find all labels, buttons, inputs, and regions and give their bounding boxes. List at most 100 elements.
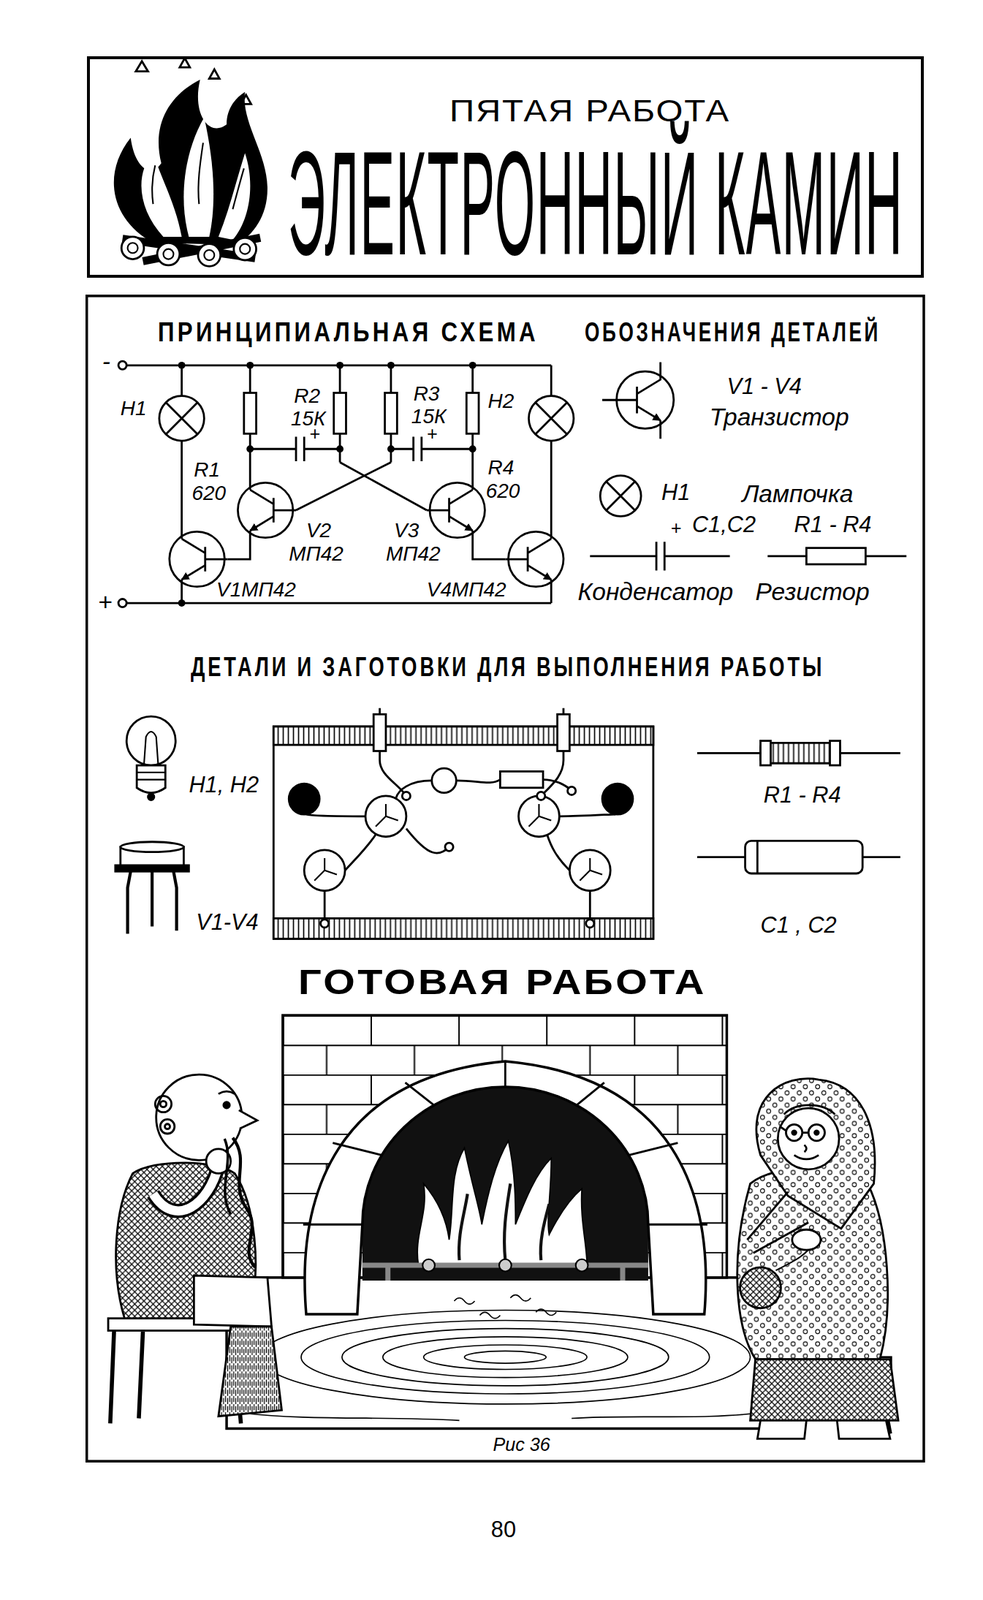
flame-logo xyxy=(121,236,256,267)
wood-grain xyxy=(260,1310,750,1404)
lamp-symbol xyxy=(534,402,568,435)
resistor-drawing xyxy=(760,742,841,764)
series-title: ПЯТАЯ РАБОТА xyxy=(449,95,731,127)
junction-dot xyxy=(336,361,344,370)
junction-dot xyxy=(387,361,395,370)
legend-text: Лампочка xyxy=(741,481,853,507)
board-wire xyxy=(445,842,454,851)
fire-flames xyxy=(458,1183,549,1260)
transistor-label: V3 xyxy=(393,520,419,541)
flame-logo xyxy=(198,244,221,267)
resistor-label: R1 xyxy=(193,459,220,481)
part-label: R1 - R4 xyxy=(763,784,842,807)
wire xyxy=(181,365,552,539)
old-woman-figure xyxy=(792,1229,821,1250)
capacitor-drawing xyxy=(756,840,759,874)
old-woman-figure xyxy=(785,1124,802,1141)
board-capacitor xyxy=(431,768,457,793)
transistor-label: V2 xyxy=(306,520,332,541)
wood-grain xyxy=(244,1412,764,1421)
resistor-value: 15К xyxy=(290,408,326,430)
resistor-label: R4 xyxy=(488,457,515,478)
transistor-symbol xyxy=(527,564,552,580)
transistor-symbol xyxy=(637,406,661,421)
figure-caption: Рис 36 xyxy=(493,1435,551,1454)
section-heading: ОБОЗНАЧЕНИЯ ДЕТАЛЕЙ xyxy=(584,319,881,346)
lamp-label: H2 xyxy=(488,391,515,412)
old-man-figure xyxy=(224,1138,231,1214)
transistor-drawing xyxy=(120,841,185,853)
terminal xyxy=(118,598,127,607)
legend-text: Резистор xyxy=(755,579,870,605)
transistor-symbol xyxy=(602,362,661,414)
terminal-sign: - xyxy=(102,349,111,375)
flame-logo xyxy=(233,237,257,261)
junction-dot xyxy=(387,445,395,453)
main-title: ЭЛЕКТРОННЫЙ КАМИН xyxy=(287,129,904,278)
fire-grate xyxy=(422,1259,588,1272)
old-woman-figure xyxy=(814,1130,820,1136)
capacitor-drawing xyxy=(745,840,864,874)
flame-logo xyxy=(157,242,180,266)
old-man-figure xyxy=(160,1118,175,1134)
resistor-symbol xyxy=(334,392,347,434)
resistor-symbol xyxy=(244,392,257,434)
lamp-symbol xyxy=(165,402,199,435)
junction-dot xyxy=(469,445,477,453)
old-woman-figure xyxy=(757,1420,891,1439)
old-woman-figure xyxy=(792,1130,797,1136)
flame-logo xyxy=(127,242,139,253)
transistor-type: МП42 xyxy=(385,543,441,565)
resistor-value: 15К xyxy=(411,406,447,427)
transistor-drawing xyxy=(115,865,190,872)
transistor-socket xyxy=(304,795,611,891)
fireplace-arch xyxy=(304,1061,707,1315)
wire xyxy=(181,530,552,603)
old-man-figure xyxy=(193,1275,272,1327)
part-label: H1, H2 xyxy=(188,773,259,797)
board-wire xyxy=(586,919,595,928)
lamp-drawing xyxy=(126,716,176,766)
capacitor-symbol xyxy=(589,541,730,571)
resistor-label: R3 xyxy=(413,383,440,405)
flame-logo xyxy=(114,58,268,267)
legend-text: R1 - R4 xyxy=(794,513,872,537)
old-man-figure xyxy=(223,1102,230,1108)
fireplace-arch xyxy=(303,1061,708,1225)
flame-logo xyxy=(127,242,251,261)
transistor-type: МП42 xyxy=(288,543,344,565)
lamp-drawing xyxy=(148,793,155,800)
lamp-label: H1 xyxy=(120,398,147,419)
board-wire xyxy=(537,791,546,800)
junction-dot xyxy=(336,445,344,453)
board-resistor xyxy=(373,714,386,751)
flame-logo xyxy=(218,152,250,240)
section-heading: ГОТОВАЯ РАБОТА xyxy=(298,964,707,1000)
resistor-drawing xyxy=(829,741,840,766)
mounting-board xyxy=(273,726,654,939)
old-man-figure xyxy=(218,1091,235,1094)
board-wire xyxy=(320,786,595,928)
lamp-symbol xyxy=(528,396,573,441)
old-woman-figure xyxy=(777,1107,840,1170)
old-man-figure xyxy=(153,1164,219,1211)
page-number: 80 xyxy=(491,1518,516,1542)
section-heading: ДЕТАЛИ И ЗАГОТОВКИ ДЛЯ ВЫПОЛНЕНИЯ РАБОТЫ xyxy=(190,654,825,681)
junction-dot xyxy=(246,361,254,370)
mounting-hole xyxy=(288,783,320,815)
board-wire xyxy=(306,760,616,924)
lamp-symbol xyxy=(605,481,635,511)
wood-grain xyxy=(382,1336,628,1378)
wire xyxy=(249,365,473,490)
junction-dot xyxy=(178,361,186,370)
old-woman-figure xyxy=(750,1359,899,1421)
page-frame xyxy=(86,295,924,1461)
old-woman-figure xyxy=(784,1105,836,1115)
wire xyxy=(295,461,427,511)
flame-logo xyxy=(162,249,174,260)
old-man-figure xyxy=(218,1326,283,1417)
junction-dot xyxy=(178,599,186,607)
resistor-value: 620 xyxy=(486,480,521,502)
old-man-figure xyxy=(153,1164,219,1211)
